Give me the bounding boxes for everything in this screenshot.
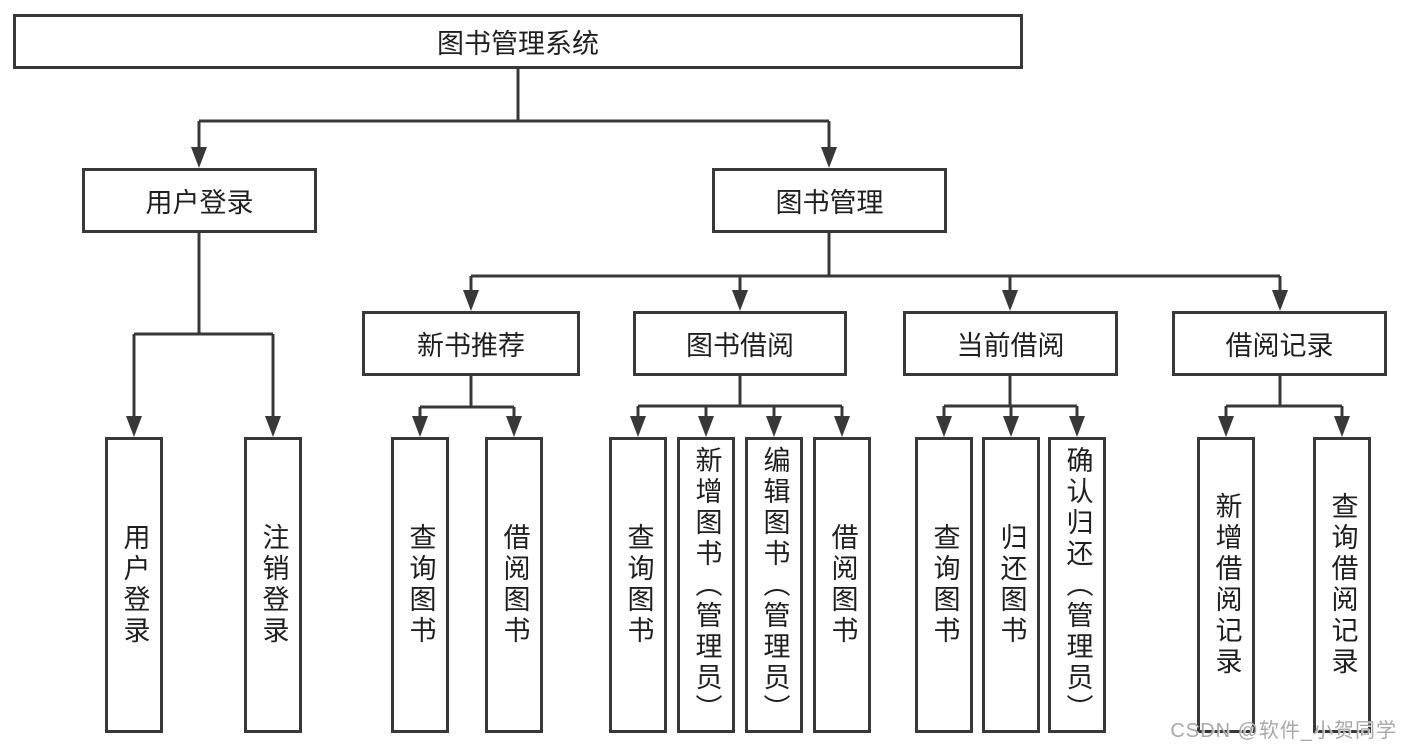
- node-label: 借阅记录: [1225, 331, 1334, 361]
- node-current-borrowing: 当前借阅: [903, 311, 1118, 376]
- node-label: 查询图书: [929, 523, 960, 647]
- node-label: 编辑图书（管理员）: [759, 445, 790, 725]
- leaf-query-borrow-record: 查询借阅记录: [1313, 437, 1371, 733]
- node-library-management-system: 图书管理系统: [13, 14, 1023, 69]
- node-label: 借阅图书: [499, 523, 530, 647]
- node-label: 新增借阅记录: [1211, 492, 1242, 678]
- node-label: 归还图书: [996, 523, 1027, 647]
- node-label: 图书管理: [775, 188, 884, 218]
- node-label: 新书推荐: [417, 331, 525, 361]
- node-label: 注销登录: [258, 523, 289, 647]
- leaf-logout: 注销登录: [244, 437, 302, 733]
- node-label: 查询图书: [405, 523, 436, 647]
- node-label: 用户登录: [119, 523, 150, 647]
- node-label: 借阅图书: [827, 523, 858, 647]
- leaf-query-books-recommend: 查询图书: [391, 437, 449, 733]
- node-book-management: 图书管理: [712, 168, 947, 233]
- leaf-edit-book-admin: 编辑图书（管理员）: [745, 437, 803, 733]
- node-new-book-recommend: 新书推荐: [362, 311, 580, 376]
- node-label: 确认归还（管理员）: [1062, 445, 1093, 725]
- leaf-borrow-books: 借阅图书: [813, 437, 871, 733]
- leaf-borrow-books-recommend: 借阅图书: [485, 437, 543, 733]
- leaf-return-book: 归还图书: [982, 437, 1040, 733]
- node-book-borrowing: 图书借阅: [633, 311, 847, 376]
- node-label: 查询借阅记录: [1327, 492, 1358, 678]
- leaf-query-books-borrow: 查询图书: [609, 437, 667, 733]
- node-borrowing-records: 借阅记录: [1172, 311, 1387, 376]
- leaf-add-book-admin: 新增图书（管理员）: [677, 437, 735, 733]
- node-label: 查询图书: [623, 523, 654, 647]
- leaf-confirm-return-admin: 确认归还（管理员）: [1048, 437, 1106, 733]
- node-label: 当前借阅: [956, 331, 1065, 361]
- node-label: 图书管理系统: [437, 29, 599, 59]
- leaf-add-borrow-record: 新增借阅记录: [1197, 437, 1255, 733]
- leaf-query-books-current: 查询图书: [915, 437, 973, 733]
- node-user-login: 用户登录: [82, 168, 317, 233]
- leaf-user-login: 用户登录: [105, 437, 163, 733]
- watermark: CSDN @软件_小贺同学: [1170, 720, 1397, 742]
- node-label: 用户登录: [145, 188, 254, 218]
- node-label: 新增图书（管理员）: [691, 445, 722, 725]
- node-label: 图书借阅: [686, 331, 794, 361]
